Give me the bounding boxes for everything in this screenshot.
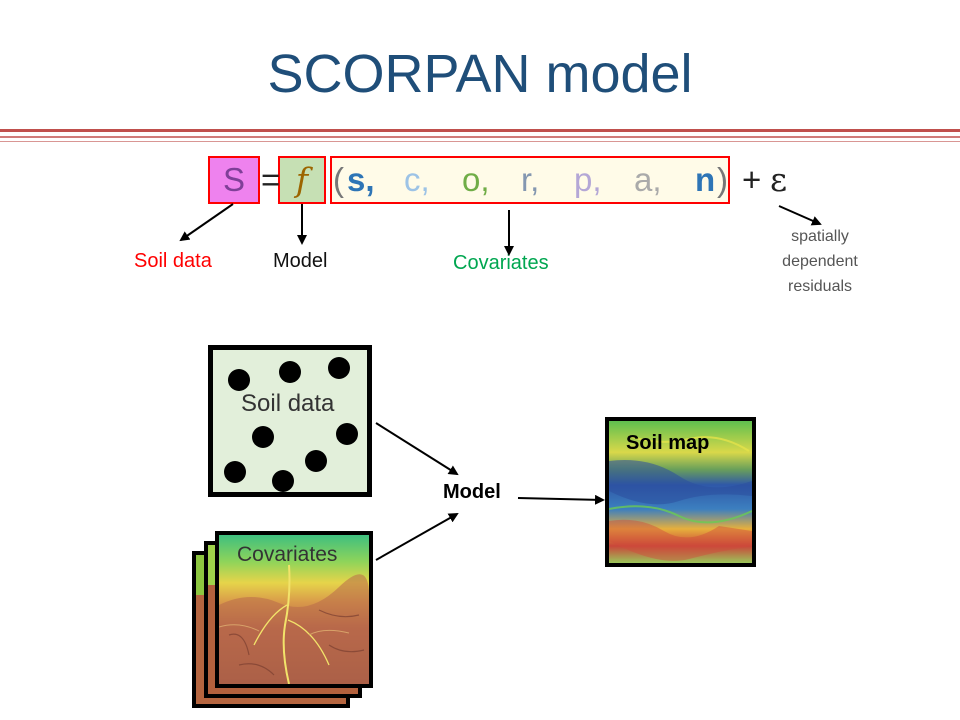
soil-map-panel bbox=[605, 417, 756, 567]
equation-term-o: o, bbox=[462, 161, 490, 198]
equation-term-a: a, bbox=[634, 161, 662, 198]
residuals-label: spatially dependent residuals bbox=[760, 224, 880, 299]
sample-point bbox=[305, 450, 327, 472]
equation-term-r: r, bbox=[521, 161, 540, 198]
title-rule bbox=[0, 141, 960, 142]
title-rule bbox=[0, 129, 960, 132]
page-title: SCORPAN model bbox=[267, 44, 693, 104]
sample-point bbox=[279, 361, 301, 383]
residuals-line: dependent bbox=[782, 253, 858, 270]
equation-term-p: p, bbox=[574, 161, 602, 198]
soil-term-box bbox=[208, 156, 260, 204]
covariates-to-model-arrow bbox=[375, 513, 459, 561]
function-term-box bbox=[278, 156, 326, 204]
sample-point bbox=[228, 369, 250, 391]
equation-term-s: s, bbox=[347, 161, 375, 198]
covariates-panel-label: Covariates bbox=[237, 543, 338, 566]
covariates-term-box bbox=[330, 156, 730, 204]
soil-data-panel bbox=[208, 345, 372, 497]
equation-plus-sign: + bbox=[742, 161, 762, 198]
sample-point bbox=[272, 470, 294, 492]
covariate-terrain-map bbox=[215, 531, 373, 688]
model-to-map-arrow bbox=[517, 494, 605, 505]
soil-data-label: Soil data bbox=[134, 250, 212, 272]
residuals-line: residuals bbox=[787, 278, 853, 295]
equation-term-c: c, bbox=[404, 161, 430, 198]
sample-point bbox=[336, 423, 358, 445]
equation-open-paren: ( bbox=[333, 161, 344, 198]
title-rule bbox=[0, 136, 960, 138]
model-label: Model bbox=[273, 250, 328, 272]
equation-function-symbol: f bbox=[295, 160, 309, 199]
soil-panel-label: Soil data bbox=[241, 390, 335, 417]
covariates-label: Covariates bbox=[453, 252, 549, 274]
equation-term-n: n bbox=[695, 161, 716, 198]
sample-point bbox=[252, 426, 274, 448]
equation-soil-symbol: S bbox=[222, 161, 245, 198]
soil-map-label: Soil map bbox=[626, 432, 710, 454]
sample-point bbox=[224, 461, 246, 483]
equation-epsilon-symbol: ε bbox=[770, 160, 788, 199]
residuals-arrow bbox=[778, 205, 822, 226]
equation-equals-sign: = bbox=[261, 161, 281, 198]
soil-to-model-arrow bbox=[375, 422, 459, 476]
model-node-label: Model bbox=[443, 481, 501, 503]
soil-data-arrow bbox=[179, 203, 234, 242]
equation-close-paren: ) bbox=[717, 161, 728, 198]
sample-point bbox=[328, 357, 350, 379]
residuals-line: spatially bbox=[791, 228, 849, 245]
soil-sample-points bbox=[224, 357, 358, 492]
